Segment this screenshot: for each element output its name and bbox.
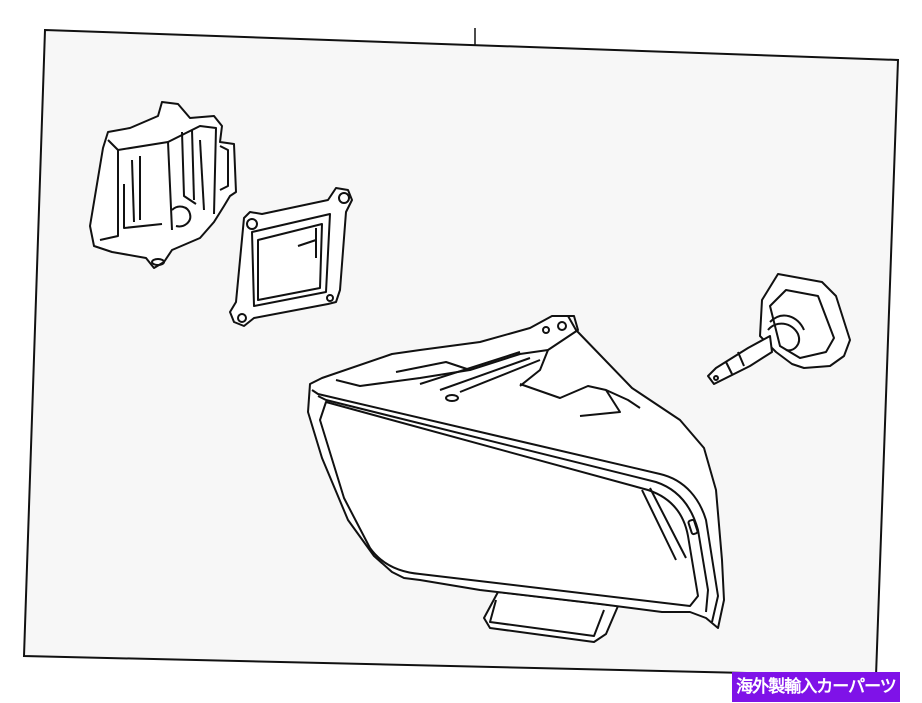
bulb-socket-part — [707, 273, 851, 385]
ballast-module-part — [229, 187, 353, 327]
ballast-bracket-part — [89, 101, 237, 269]
watermark-badge: 海外製輸入カーパーツ — [732, 672, 900, 702]
headlamp-housing-part — [307, 315, 725, 643]
